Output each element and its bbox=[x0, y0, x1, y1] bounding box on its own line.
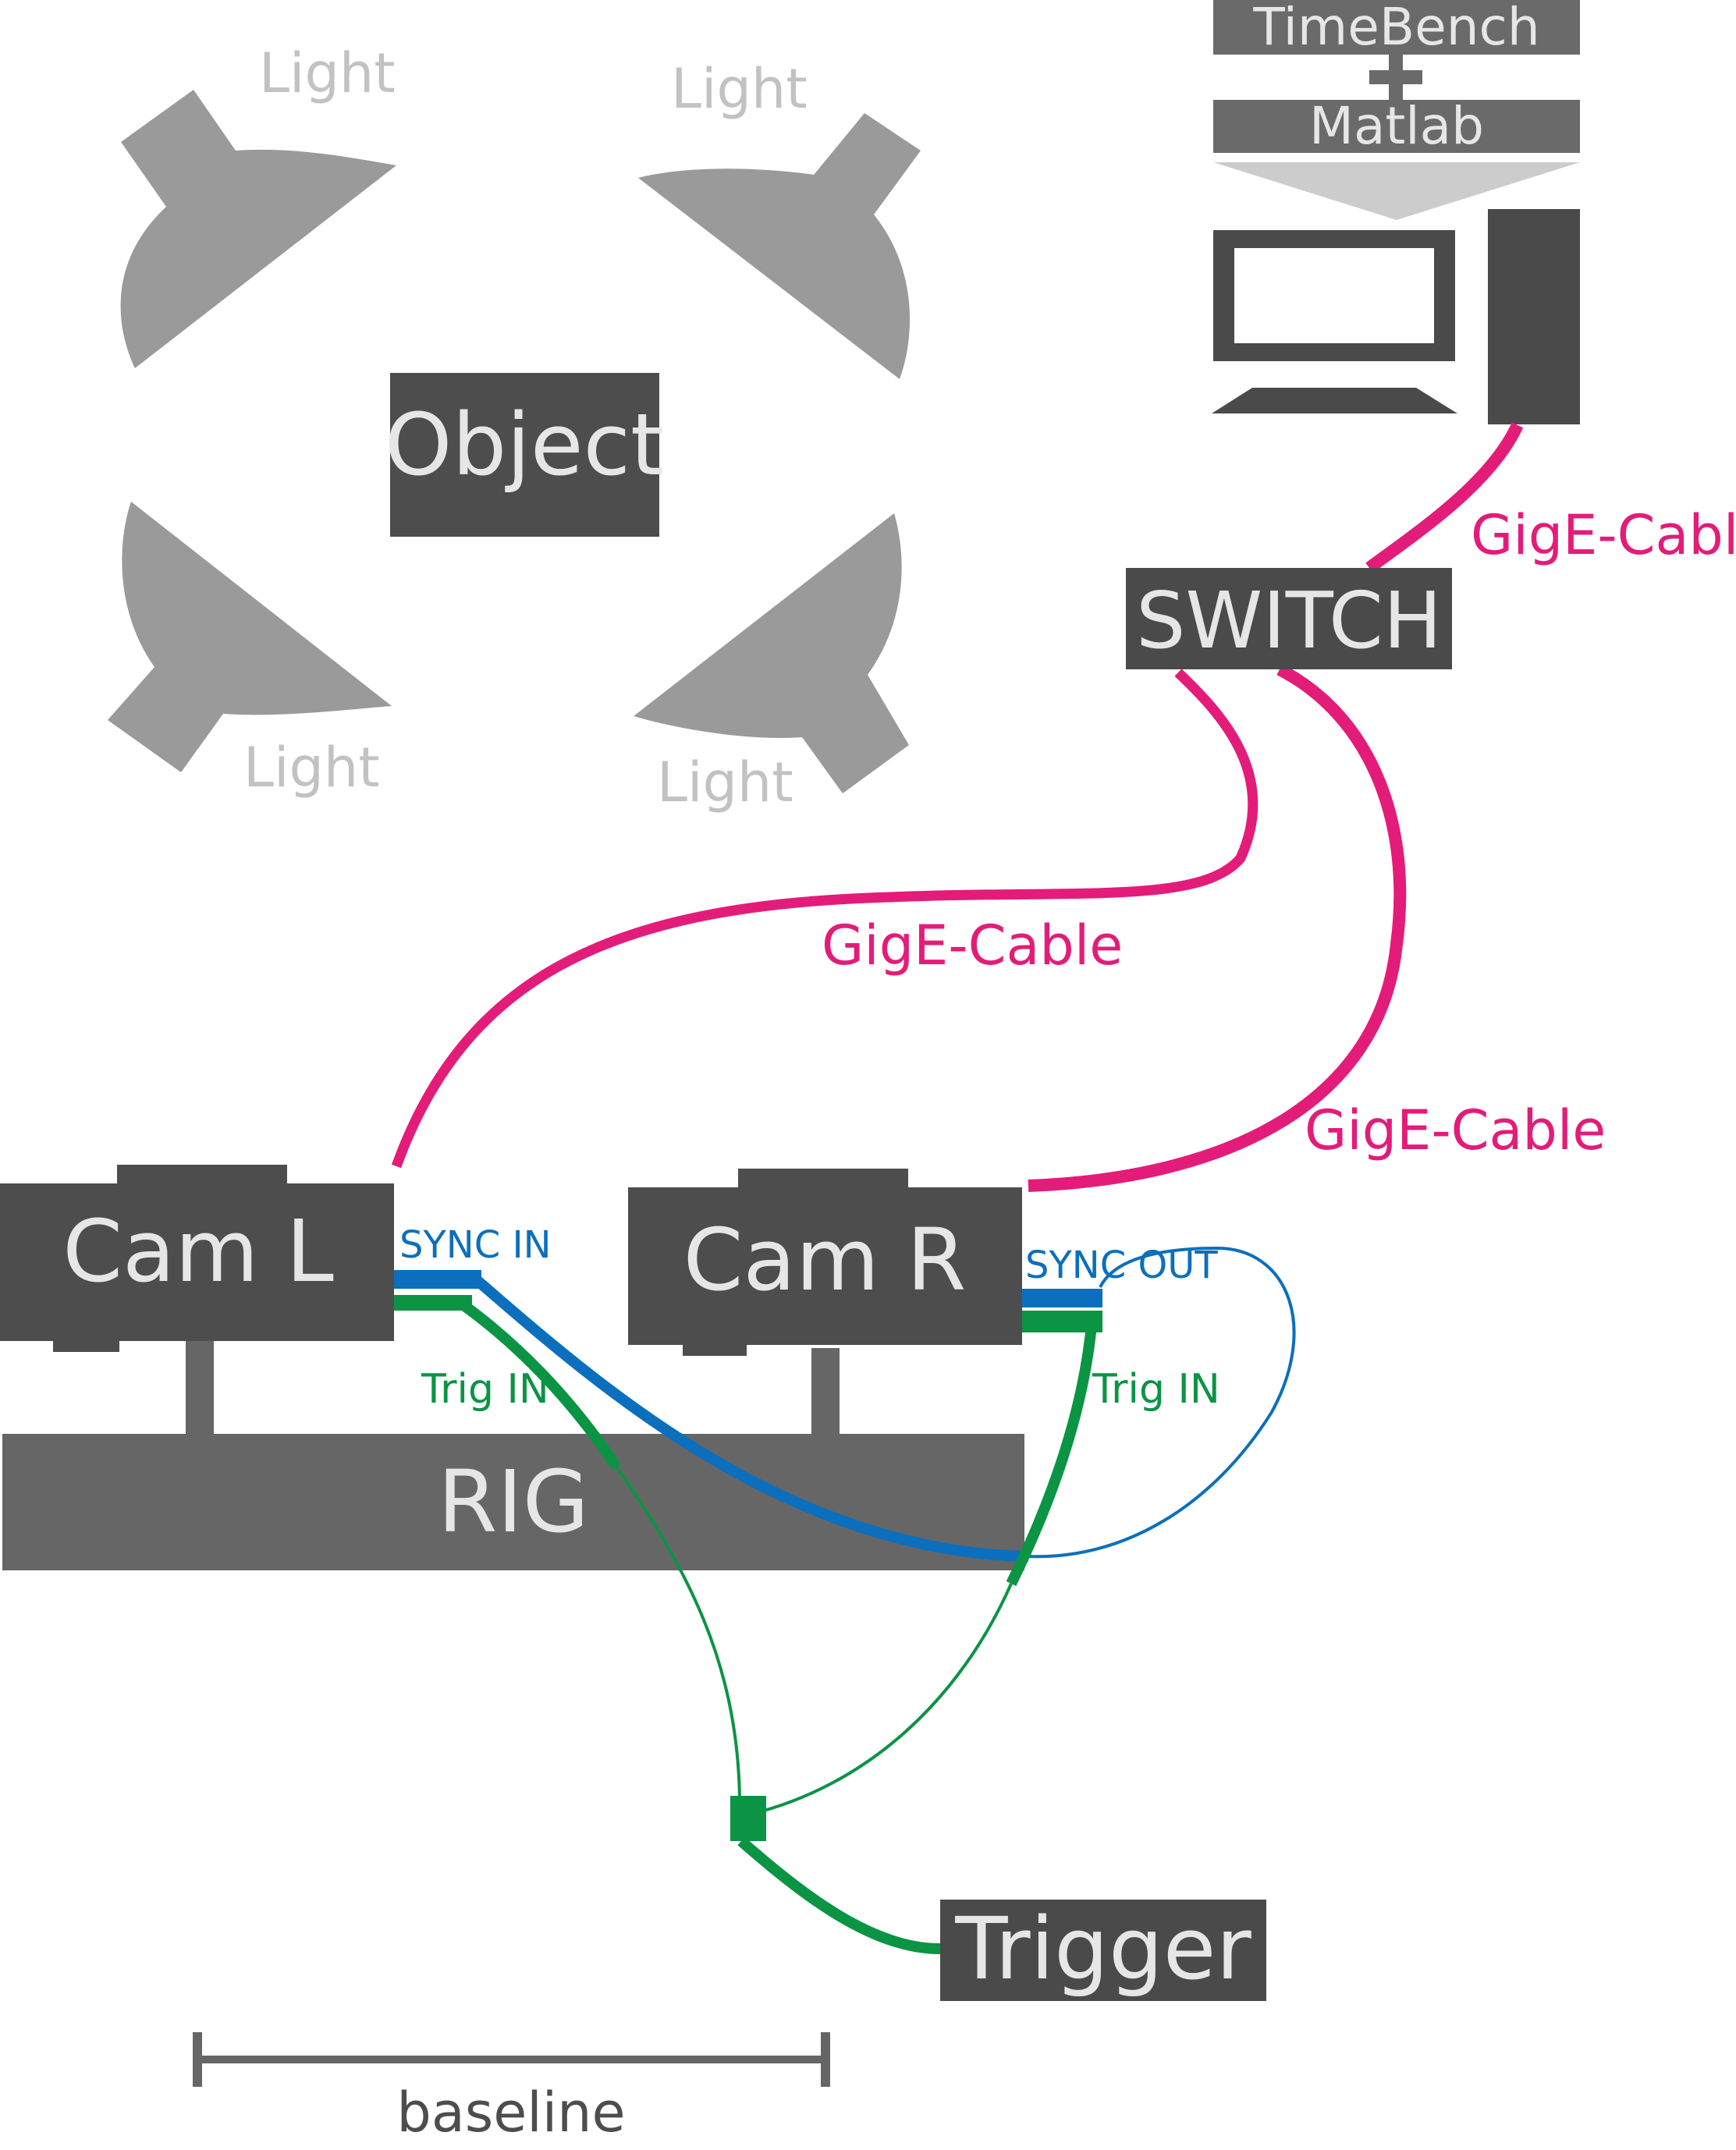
sync-out-connector bbox=[1022, 1289, 1102, 1307]
cam-l-post bbox=[186, 1340, 214, 1435]
camera-right: Cam R bbox=[628, 1169, 1022, 1356]
gige-label-switch-cam-l: GigE-Cable bbox=[822, 914, 1123, 977]
gige-label-pc-switch: GigE-Cable bbox=[1471, 503, 1736, 567]
light-bottom-right-shape bbox=[634, 513, 909, 793]
software-stack: TimeBench Matlab bbox=[1213, 0, 1580, 220]
timebench-label: TimeBench bbox=[1252, 0, 1539, 57]
trig-cable-cam-r-thin bbox=[748, 1583, 1013, 1816]
sync-cable-loop bbox=[1028, 1246, 1296, 1559]
switch-label: SWITCH bbox=[1136, 575, 1442, 666]
cam-r-label: Cam R bbox=[683, 1210, 967, 1310]
trigger-splitter bbox=[730, 1796, 766, 1841]
rig-bar bbox=[2, 1434, 1024, 1570]
trigger-box: Trigger bbox=[940, 1899, 1266, 2001]
light-bottom-left-label: Light bbox=[243, 736, 380, 800]
rig: RIG bbox=[2, 1340, 1024, 1570]
light-top-left: Light bbox=[120, 41, 396, 368]
baseline-label: baseline bbox=[396, 2081, 625, 2145]
trigger-label: Trigger bbox=[954, 1899, 1251, 1999]
light-bottom-right: Light bbox=[634, 513, 909, 814]
sync-in-label: SYNC IN bbox=[399, 1223, 552, 1267]
light-top-left-label: Light bbox=[259, 41, 396, 105]
light-bottom-left-shape bbox=[108, 502, 392, 772]
light-top-left-shape bbox=[120, 90, 396, 368]
plus-icon-horizontal bbox=[1369, 70, 1422, 84]
timebench-box bbox=[1213, 0, 1580, 55]
computer bbox=[1212, 209, 1580, 424]
trig-cable-cam-l-thick bbox=[456, 1298, 621, 1470]
rig-label: RIG bbox=[438, 1452, 589, 1552]
trig-cable-cam-r-thick bbox=[1006, 1316, 1098, 1587]
keyboard-icon bbox=[1212, 388, 1457, 413]
baseline-scale: baseline bbox=[193, 2032, 830, 2145]
object-box: Object bbox=[385, 373, 664, 537]
trig-in-connector-right bbox=[1022, 1311, 1102, 1332]
cam-r-post bbox=[811, 1348, 840, 1435]
light-top-right-shape bbox=[638, 113, 921, 379]
light-top-right-label: Light bbox=[671, 57, 808, 121]
trig-cable-trigger bbox=[737, 1836, 943, 1955]
sync-out-label: SYNC OUT bbox=[1025, 1244, 1218, 1287]
trigger-cables: Trig IN Trig IN bbox=[394, 1295, 1220, 1955]
pc-tower-icon bbox=[1488, 209, 1580, 424]
sync-in-connector bbox=[394, 1270, 481, 1289]
gige-cables: GigE-Cable GigE-Cable GigE-Cable bbox=[391, 422, 1736, 1192]
gige-cable-pc-switch bbox=[1365, 422, 1524, 573]
light-top-right: Light bbox=[638, 57, 921, 379]
trig-in-label-left: Trig IN bbox=[421, 1366, 549, 1413]
object-label: Object bbox=[385, 395, 664, 495]
down-arrow-icon bbox=[1213, 162, 1580, 220]
matlab-label: Matlab bbox=[1309, 96, 1484, 156]
trig-cable-cam-l-thin bbox=[615, 1465, 741, 1799]
monitor-icon bbox=[1213, 230, 1455, 361]
matlab-box bbox=[1213, 100, 1580, 153]
light-bottom-left: Light bbox=[108, 502, 392, 800]
gige-cable-switch-cam-l bbox=[391, 669, 1259, 1169]
trig-in-connector-left bbox=[394, 1295, 472, 1311]
cam-l-label: Cam L bbox=[62, 1201, 334, 1301]
gige-label-switch-cam-r: GigE-Cable bbox=[1305, 1098, 1606, 1162]
camera-left: Cam L bbox=[0, 1165, 394, 1352]
switch-box: SWITCH bbox=[1126, 568, 1452, 669]
trig-in-label-right: Trig IN bbox=[1092, 1366, 1220, 1413]
light-bottom-right-label: Light bbox=[657, 750, 793, 814]
sync-cable-line bbox=[472, 1275, 1029, 1562]
gige-cable-switch-cam-r bbox=[1028, 663, 1407, 1192]
sync-cable: SYNC IN SYNC OUT bbox=[394, 1223, 1296, 1562]
